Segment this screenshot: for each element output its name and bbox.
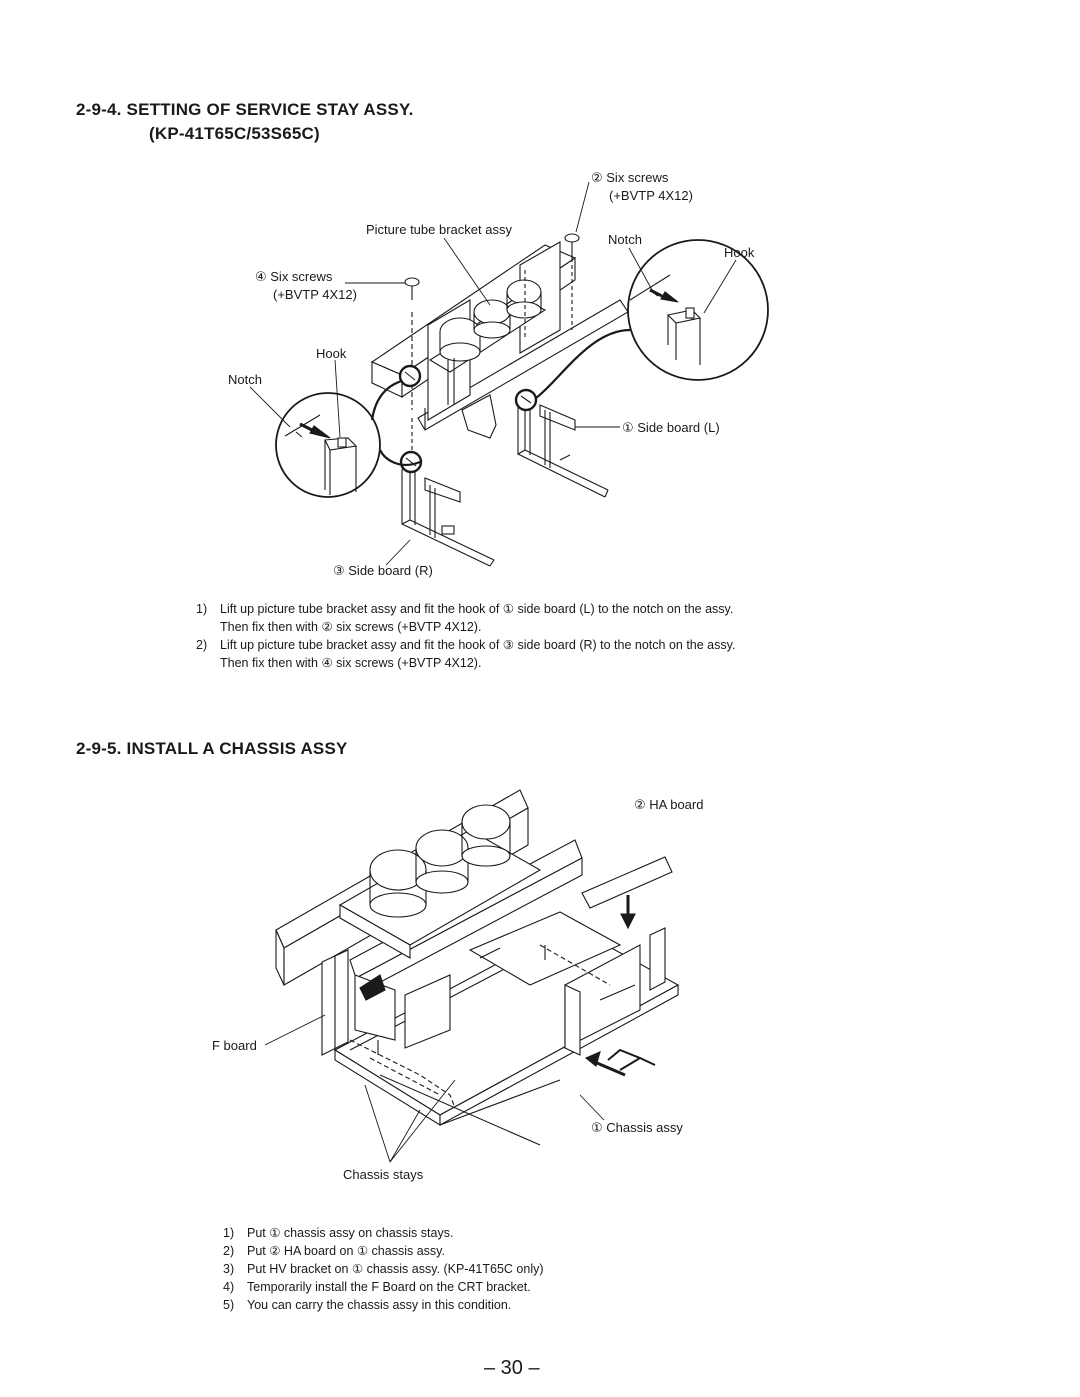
side-board-l-drawing [514,388,609,498]
step-text: You can carry the chassis assy in this c… [247,1298,512,1312]
section2-step-5: 5) You can carry the chassis assy in this… [223,1296,544,1314]
section2-step-3: 3) Put HV bracket on ① chassis assy. (KP-… [223,1260,544,1278]
section2-step-1: 1) Put ① chassis assy on chassis stays. [223,1224,544,1242]
leader-lines-2 [264,1014,605,1163]
screw-left [404,277,420,300]
step-text-continued: Then fix then with ④ six screws (+BVTP 4… [220,656,482,670]
leader-lines [249,181,737,566]
label-picture-tube-bracket: Picture tube bracket assy [366,222,512,237]
detail-circle-left [275,392,381,498]
step-number: 3) [223,1262,235,1276]
label-notch-left: Notch [228,372,262,387]
crt-tube-2 [415,829,469,894]
step-number: 2) [223,1244,235,1258]
section1-step-2: 2) Lift up picture tube bracket assy and … [196,636,735,672]
step-text: Temporarily install the F Board on the C… [247,1280,531,1294]
section1-step-1: 1) Lift up picture tube bracket assy and … [196,600,733,636]
step-number: 1) [196,602,208,616]
step-text: Lift up picture tube bracket assy and fi… [220,602,734,616]
section-title-service-stay: 2-9-4. SETTING OF SERVICE STAY ASSY. [76,100,414,119]
label-chassis-stays: Chassis stays [343,1167,424,1182]
step-text: Lift up picture tube bracket assy and fi… [220,638,736,652]
picture-tube-bracket-drawing [370,241,629,439]
step-text-continued: Then fix then with ② six screws (+BVTP 4… [220,620,482,634]
section2-step-4: 4) Temporarily install the F Board on the… [223,1278,544,1296]
label-bvtp-4: (+BVTP 4X12) [273,287,357,302]
ha-board-drawing [581,856,673,930]
step-number: 5) [223,1298,235,1312]
chassis-drawing [275,789,680,1146]
label-hook-right: Hook [724,245,755,260]
label-notch-right: Notch [608,232,642,247]
step-number: 1) [223,1226,235,1240]
label-f-board: F board [212,1038,257,1053]
label-side-board-r: ③ Side board (R) [333,563,433,578]
section-title-install-chassis: 2-9-5. INSTALL A CHASSIS ASSY [76,739,348,758]
step-number: 2) [196,638,208,652]
label-six-screws-2: ② Six screws [591,170,669,185]
label-six-screws-4: ④ Six screws [255,269,333,284]
step-number: 4) [223,1280,235,1294]
chassis-arrows [584,1048,656,1077]
step-text: Put HV bracket on ① chassis assy. (KP-41… [247,1262,544,1276]
label-hook-left: Hook [316,346,347,361]
section2-step-2: 2) Put ② HA board on ① chassis assy. [223,1242,544,1260]
section-subtitle-models: (KP-41T65C/53S65C) [149,124,320,143]
detail-circle-right [627,239,769,381]
crt-tube-3 [461,804,511,867]
label-bvtp-2: (+BVTP 4X12) [609,188,693,203]
label-side-board-l: ① Side board (L) [622,420,720,435]
page-number: – 30 – [484,1357,540,1379]
step-text: Put ② HA board on ① chassis assy. [247,1244,445,1258]
label-chassis-assy: ① Chassis assy [591,1120,683,1135]
step-text: Put ① chassis assy on chassis stays. [247,1226,454,1240]
screw-top [564,233,580,330]
label-ha-board: ② HA board [634,797,704,812]
section2-steps: 1) Put ① chassis assy on chassis stays. 2… [223,1224,544,1314]
